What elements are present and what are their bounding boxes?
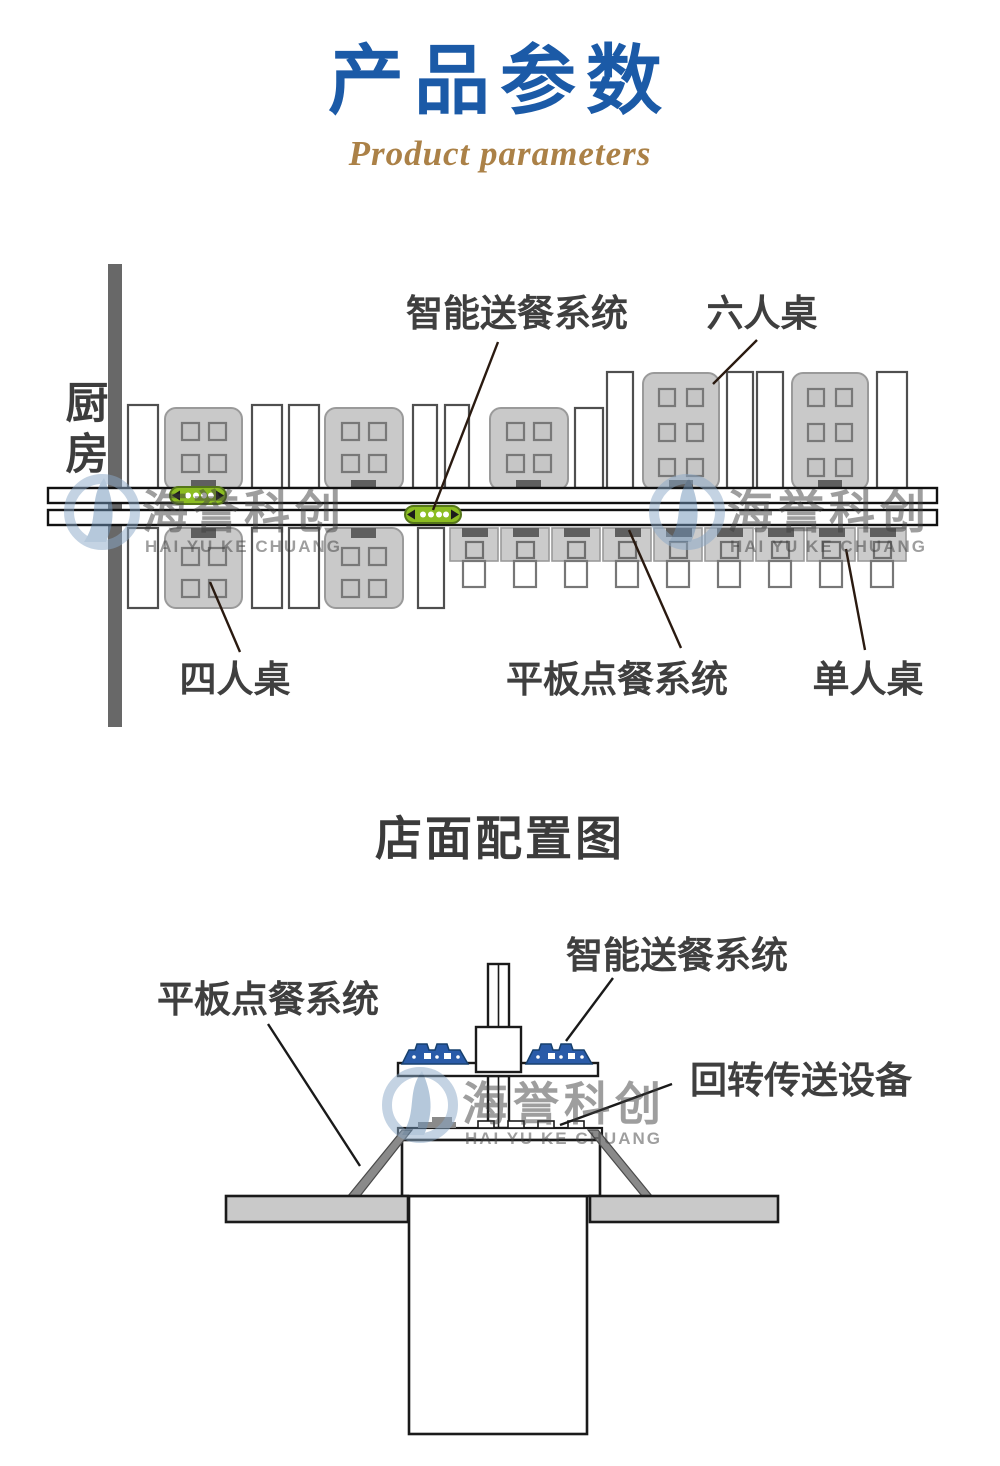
bench	[411, 403, 439, 490]
rotary-conveyor-label: 回转传送设备	[690, 1060, 913, 1101]
leader-lines	[266, 977, 673, 1167]
bench	[126, 403, 160, 490]
watermark-logo	[382, 1067, 458, 1143]
chair	[665, 559, 691, 589]
bench-tall	[725, 370, 755, 490]
four-seat-table	[164, 407, 243, 491]
tablet-order-label-top: 平板点餐系统	[506, 659, 728, 700]
four-seat-tables-bottom	[164, 527, 404, 609]
four-seat-table	[324, 527, 404, 609]
tablet-holder	[191, 480, 216, 490]
watermark-logo	[649, 474, 725, 550]
bench	[250, 403, 284, 490]
watermark-text-en: HAI YU KE CHUANG	[465, 1129, 662, 1148]
watermark: 海誉科创 HAI YU KE CHUANG	[382, 1067, 666, 1148]
page-title: 产品参数	[328, 39, 672, 124]
six-seat-table	[791, 372, 869, 491]
watermark-logo	[64, 474, 140, 550]
kitchen-label: 厨房	[59, 380, 107, 482]
delivery-robot	[169, 486, 227, 505]
six-seat-tables	[642, 372, 869, 491]
watermark-text-en: HAI YU KE CHUANG	[145, 537, 342, 556]
leader-single-seat	[844, 548, 867, 651]
tablet-holder	[516, 480, 541, 490]
leader-rotary	[559, 1082, 673, 1127]
floor-slab-left	[224, 1194, 410, 1224]
leader-tablet-order	[266, 1023, 362, 1167]
single-seat-unit	[755, 527, 805, 589]
watermark: 海誉科创 HAI YU KE CHUANG	[649, 474, 931, 556]
bench	[250, 526, 284, 610]
side-view-diagram: 智能送餐系统 平板点餐系统 回转传送设备 海誉科创 HAI YU KE CHUA…	[157, 935, 913, 1436]
chair	[818, 559, 844, 589]
tablet-holder	[818, 480, 842, 490]
watermark-text-en: HAI YU KE CHUANG	[730, 537, 927, 556]
delivery-train	[524, 1043, 594, 1065]
table-riser	[400, 1138, 602, 1198]
four-seat-table	[164, 527, 243, 609]
plate	[432, 1117, 452, 1122]
single-seat-unit	[602, 527, 652, 589]
chair	[767, 559, 793, 589]
bench	[416, 526, 446, 610]
bench	[287, 403, 321, 490]
pedestal	[407, 1194, 589, 1436]
bench-tall	[755, 370, 785, 490]
tablet-holder	[669, 480, 693, 490]
chair	[461, 559, 487, 589]
six-seat-label: 六人桌	[707, 293, 818, 334]
section-heading: 店面配置图	[375, 812, 625, 865]
leader-tablet-order	[627, 529, 683, 649]
bench	[287, 526, 321, 610]
tablet-order-label-bottom: 平板点餐系统	[157, 979, 379, 1020]
leader-six-seat	[712, 339, 758, 385]
floor-plan-diagram: 智能送餐系统 六人桌 四人桌 平板点餐系统 单人桌 海誉科创 HAI YU KE…	[46, 264, 939, 727]
leader-four-seat	[208, 581, 242, 653]
pole-junction-box	[474, 1025, 523, 1074]
watermark-text-cn: 海誉科创	[727, 486, 931, 538]
six-seat-table	[642, 372, 720, 491]
single-seat-unit	[449, 527, 499, 589]
bench	[126, 526, 160, 610]
single-seat-strip	[449, 527, 907, 589]
four-seat-table	[324, 407, 404, 491]
single-seat-label: 单人桌	[813, 659, 924, 700]
bench-tall	[605, 370, 635, 490]
single-seat-units	[449, 527, 907, 589]
delivery-robot	[404, 505, 462, 524]
plate	[418, 1122, 456, 1128]
top-row-benches	[126, 370, 909, 490]
watermark-text-cn: 海誉科创	[462, 1078, 666, 1130]
chair	[869, 559, 895, 589]
smart-delivery-label-bottom: 智能送餐系统	[566, 935, 788, 976]
page-subtitle: Product parameters	[348, 134, 652, 173]
tablet-holder	[351, 480, 376, 490]
four-seat-table	[489, 407, 569, 491]
bench-tall	[875, 370, 909, 490]
chair	[716, 559, 742, 589]
tablet-holder	[351, 528, 376, 538]
leader-smart-delivery	[565, 977, 614, 1042]
tablet-holder	[191, 528, 216, 538]
delivery-train	[400, 1043, 470, 1065]
single-seat-unit	[551, 527, 601, 589]
smart-delivery-label-top: 智能送餐系统	[406, 293, 628, 334]
chair	[614, 559, 640, 589]
watermark-text-cn: 海誉科创	[142, 486, 346, 538]
four-seat-tables-top	[164, 407, 569, 491]
single-seat-unit	[500, 527, 550, 589]
four-seat-label: 四人桌	[180, 659, 291, 700]
support-pole-upper	[486, 962, 511, 1032]
chair	[563, 559, 589, 589]
leader-smart-delivery	[431, 341, 500, 511]
watermark: 海誉科创 HAI YU KE CHUANG	[64, 474, 346, 556]
chair	[512, 559, 538, 589]
single-seat-unit	[857, 527, 907, 589]
floor-slab-right	[588, 1194, 780, 1224]
bottom-row-benches	[126, 526, 446, 610]
bench	[573, 406, 605, 490]
leader-lines	[208, 339, 867, 653]
